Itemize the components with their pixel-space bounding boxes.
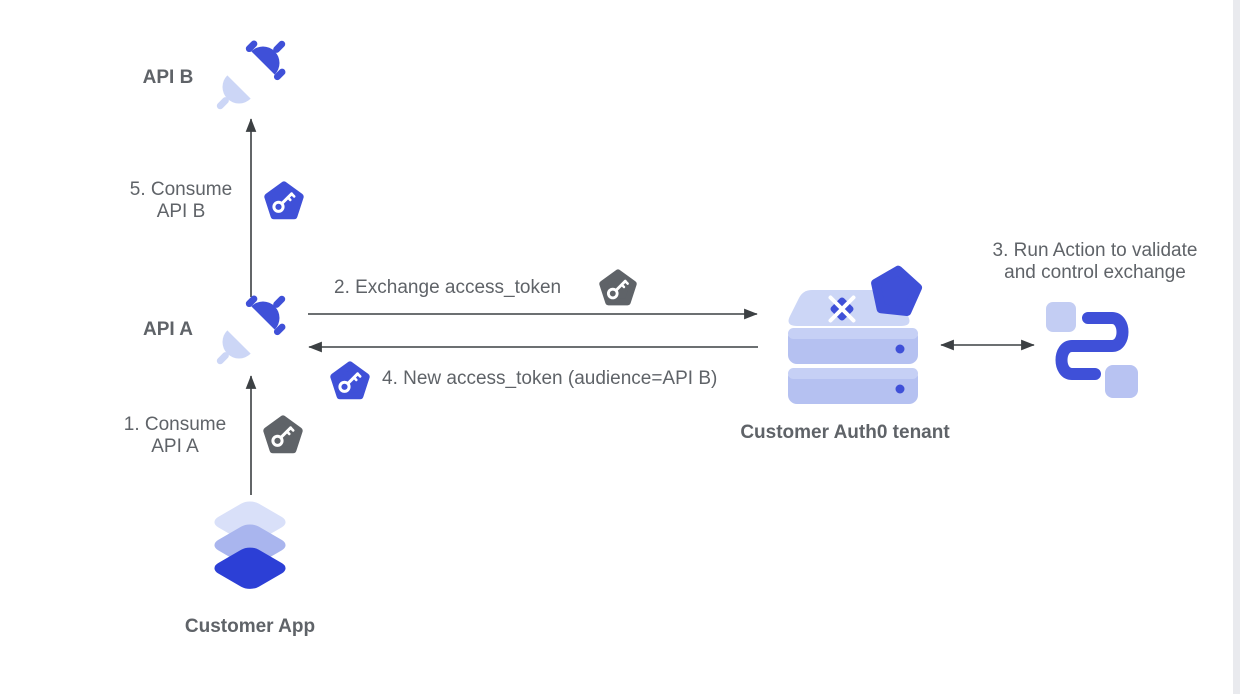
step-3-line2: and control exchange xyxy=(1004,262,1186,283)
action-flow-icon xyxy=(1046,302,1138,398)
auth0-tenant-label: Customer Auth0 tenant xyxy=(740,422,950,443)
step-3-label: 3. Run Action to validate and control ex… xyxy=(975,240,1215,284)
server-stack-icon xyxy=(788,264,928,404)
access-token-gray-icon xyxy=(263,415,303,455)
step-2-label: 2. Exchange access_token xyxy=(334,277,562,298)
step-1-line2: API A xyxy=(151,436,199,457)
customer-app-label: Customer App xyxy=(184,616,316,637)
layers-stack-icon xyxy=(214,501,286,589)
step-5-label: 5. Consume API B xyxy=(118,179,244,223)
api-a-label: API A xyxy=(143,319,193,340)
step-5-line1: 5. Consume xyxy=(129,179,233,200)
step-1-label: 1. Consume API A xyxy=(112,414,238,458)
right-edge-strip xyxy=(1233,0,1240,694)
access-token-blue-icon xyxy=(330,361,370,401)
plug-connector-icon xyxy=(206,285,296,375)
access-token-gray-icon xyxy=(599,269,637,307)
shield-icon xyxy=(828,295,856,323)
access-token-blue-icon xyxy=(264,181,304,221)
step-5-line2: API B xyxy=(156,201,206,222)
api-b-label: API B xyxy=(142,67,194,88)
plug-connector-icon xyxy=(206,30,296,120)
step-3-line1: 3. Run Action to validate xyxy=(992,240,1198,261)
pentagon-badge-icon xyxy=(873,268,919,312)
step-4-label: 4. New access_token (audience=API B) xyxy=(382,368,718,389)
step-1-line1: 1. Consume xyxy=(123,414,227,435)
